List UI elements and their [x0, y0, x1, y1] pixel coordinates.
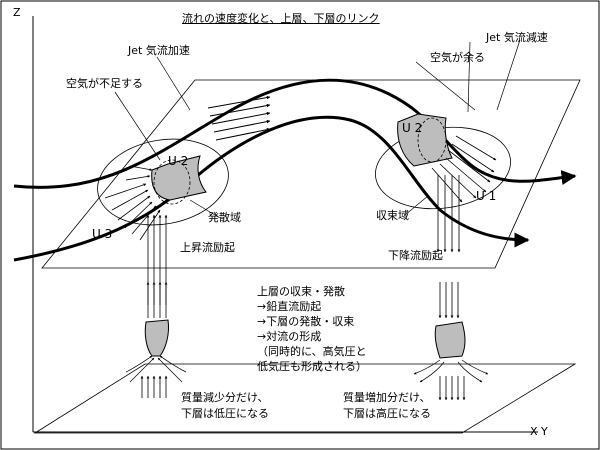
- right-jet-label: Jet 気流減速: [486, 31, 548, 44]
- left-inflow-arrows: [104, 165, 161, 241]
- jet-stream-upper: [13, 78, 577, 189]
- diagram-title: 流れの速度変化と、上層、下層のリンク: [182, 12, 380, 25]
- left-air-label: 空気が不足する: [66, 77, 143, 90]
- right-air-label: 空気が余る: [430, 51, 485, 64]
- left-inflow-label: U 3: [92, 227, 113, 241]
- center-note-line: 低気圧も形成される）: [257, 360, 367, 373]
- center-note-line: →鉛直流励起: [257, 300, 322, 313]
- lower-plane: [33, 363, 577, 434]
- right-parcel: [397, 113, 453, 167]
- right-outflow-arrows: [431, 135, 497, 203]
- xy-axis-label: X Y: [530, 425, 548, 438]
- divergence-region: [97, 138, 229, 226]
- jet-stream-lower: [13, 115, 530, 262]
- left-parcel: [151, 155, 207, 205]
- right-parcel-label: U 2: [402, 121, 423, 135]
- lower-left-note: 質量減少分だけ、 下層は低圧になる: [181, 392, 269, 419]
- left-rising-lines: [146, 214, 168, 305]
- lower-right-note-line: 質量増加分だけ、: [343, 391, 431, 404]
- right-outflow-label: U 1: [476, 189, 497, 203]
- center-notes: 上層の収束・発散 →鉛直流励起 →下層の発散・収束 →対流の形成 （同時的に、高…: [257, 286, 367, 372]
- lower-left-updraft: [125, 281, 187, 398]
- right-descending-lines: [436, 175, 461, 253]
- divergence-label: 発散域: [208, 211, 241, 224]
- lower-left-note-line: 質量減少分だけ、: [181, 391, 269, 404]
- center-note-line: （同時的に、高気圧と: [257, 345, 367, 358]
- center-note-line: 上層の収束・発散: [257, 285, 345, 298]
- lower-left-note-line: 下層は低圧になる: [181, 407, 269, 420]
- z-axis-label: Z: [13, 6, 21, 19]
- convergence-label: 収束域: [376, 209, 409, 222]
- lower-right-downdraft: [413, 282, 489, 401]
- center-note-line: →対流の形成: [257, 330, 322, 343]
- accel-arrows: [207, 95, 271, 141]
- leader-lines: [114, 39, 521, 219]
- center-note-line: →下層の発散・収束: [257, 315, 355, 328]
- left-jet-label: Jet 気流加速: [128, 44, 190, 57]
- lower-right-note-line: 下層は高圧になる: [343, 407, 431, 420]
- left-parcel-label: U 2: [168, 154, 189, 168]
- lower-right-note: 質量増加分だけ、 下層は高圧になる: [343, 392, 431, 419]
- downdraft-label: 下降流励起: [388, 249, 443, 262]
- updraft-label: 上昇流励起: [180, 241, 235, 254]
- upper-plane: [41, 79, 581, 269]
